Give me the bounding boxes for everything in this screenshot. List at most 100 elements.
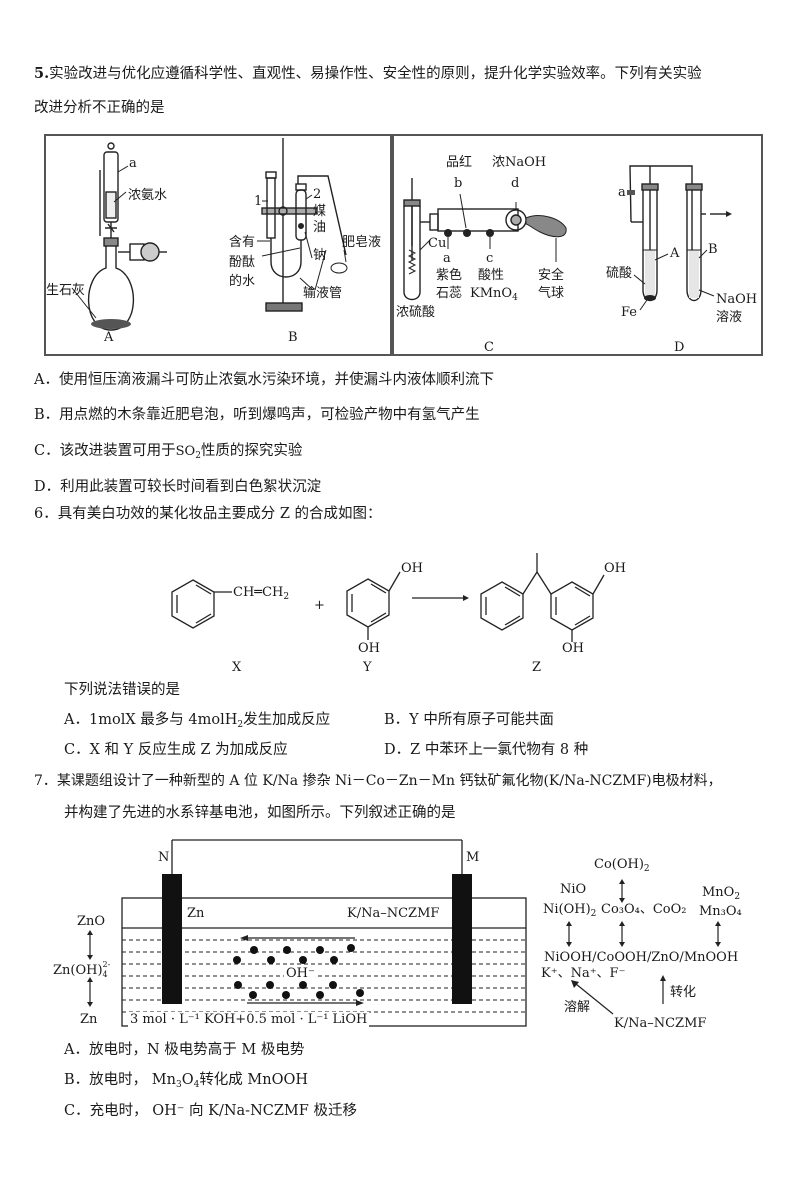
zincate-indices: 2-4 [103, 960, 113, 979]
option-text: 放电时，N 极电势高于 M 极电势 [88, 1042, 305, 1058]
q7-option-c[interactable]: C．充电时， OH⁻ 向 K/Na-NCZMF 极迁移 [64, 1101, 357, 1121]
apparatus-a-label-a: a [129, 156, 137, 171]
scheme-nioh2: Ni(OH)2 [543, 902, 597, 919]
apparatus-d-drawing [627, 165, 732, 311]
scheme-ions: K⁺、Na⁺、F⁻ [541, 966, 626, 981]
option-key: A． [64, 712, 89, 728]
apparatus-c-label-litmus-2: 石蕊 [436, 286, 463, 301]
scheme-nio: NiO [560, 882, 587, 897]
q5-stem-line1: 5.实验改进与优化应遵循科学性、直观性、易操作性、安全性的原则，提升化学实验效率… [34, 64, 702, 84]
apparatus-a-label-lime: 生石灰 [46, 283, 86, 298]
q6-option-a[interactable]: A．1molX 最多与 4molH2发生加成反应 [64, 710, 330, 730]
apparatus-b-label-1: 1 [254, 194, 263, 209]
oh-ion-dots [233, 944, 364, 999]
q6-stem: 6．具有美白功效的某化妆品主要成分 Z 的合成如图： [34, 506, 382, 522]
option-text: 利用此装置可较长时间看到白色絮状沉淀 [60, 479, 322, 495]
kmno4-text: KMnO [470, 286, 513, 301]
q6-option-d[interactable]: D．Z 中苯环上一氯代物有 8 种 [384, 740, 588, 760]
apparatus-d-caption: D [674, 340, 685, 355]
z-oh-top: OH [604, 561, 626, 576]
zincate-text: Zn(OH) [53, 963, 103, 978]
q6-option-c[interactable]: C．X 和 Y 反应生成 Z 为加成反应 [64, 740, 288, 760]
option-text: 性质的探究实验 [200, 443, 303, 459]
apparatus-c-label-pinhong: 品红 [446, 155, 473, 170]
apparatus-c-label-naoh: 浓NaOH [492, 155, 547, 170]
option-key: A． [64, 1042, 89, 1058]
q5-option-d[interactable]: D．利用此装置可较长时间看到白色絮状沉淀 [34, 477, 321, 497]
scheme-mno2: MnO2 [702, 885, 740, 902]
q7-stem-line1: 7．某课题组设计了一种新型的 A 位 K/Na 掺杂 Ni－Co－Zn－Mn 钙… [34, 773, 722, 789]
option-text: 转化成 MnOOH [199, 1072, 309, 1088]
co-oh2-sub: 2 [643, 864, 650, 874]
side-zno-label: ZnO [77, 914, 106, 929]
apparatus-c-label-balloon-1: 安全 [538, 268, 565, 283]
apparatus-b-drawing [257, 138, 348, 312]
q7-option-b[interactable]: B．放电时， Mn3O4转化成 MnOOH [64, 1070, 308, 1090]
option-key: B． [34, 407, 60, 423]
q7-stem-line2: 并构建了先进的水系锌基电池，如图所示。下列叙述正确的是 [64, 805, 456, 821]
option-key: C． [64, 1103, 90, 1119]
option-key: C． [34, 443, 60, 459]
q5-option-b[interactable]: B．用点燃的木条靠近肥皂泡，听到爆鸣声，可检验产物中有氢气产生 [34, 405, 480, 425]
option-text: Z 中苯环上一氯代物有 8 种 [410, 742, 589, 758]
zincate-charge: 2- [102, 960, 111, 969]
q5-figure-ab-frame [44, 134, 392, 356]
scheme-co3o4-coo2: Co₃O₄、CoO₂ [601, 902, 687, 917]
apparatus-d-label-fe: Fe [621, 305, 638, 320]
q5-option-a[interactable]: A．使用恒压滴液漏斗可防止浓氨水污染环境，并使漏斗内液体顺利流下 [34, 370, 494, 390]
side-zn-label: Zn [80, 1012, 98, 1027]
option-text: X 和 Y 反应生成 Z 为加成反应 [89, 742, 288, 758]
apparatus-c-label-cu: Cu [428, 236, 447, 251]
mno2-text: MnO [702, 885, 735, 900]
h2-subscript: 2 [237, 720, 244, 730]
cathode-label: K/Na–NCZMF [347, 906, 440, 921]
apparatus-b-label-tube: 输液管 [303, 286, 343, 301]
mn3o4-o: O [181, 1072, 194, 1088]
battery-diagram [87, 839, 527, 1027]
apparatus-c-drawing [403, 178, 567, 301]
apparatus-d-label-a: a [618, 185, 626, 200]
transformation-scheme [566, 879, 721, 1015]
apparatus-c-caption: C [484, 340, 494, 355]
q6-option-b[interactable]: B．Y 中所有原子可能共面 [384, 710, 554, 730]
option-key: B． [384, 712, 410, 728]
apparatus-c-label-kmno4-2: KMnO4 [470, 286, 518, 303]
apparatus-c-label-c: c [486, 251, 494, 266]
scheme-material: K/Na–NCZMF [614, 1016, 707, 1031]
option-text: 该改进装置可用于 [59, 443, 176, 459]
apparatus-d-label-A: A [670, 246, 680, 261]
co-oh2-text: Co(OH) [594, 857, 644, 872]
apparatus-c-label-litmus-1: 紫色 [436, 268, 463, 283]
terminal-n-label: N [158, 850, 170, 865]
electrolyte-label: 3 mol · L⁻¹ KOH+0.5 mol · L⁻¹ LiOH [128, 1012, 370, 1027]
option-key: D． [384, 742, 411, 758]
scheme-mn3o4: Mn₃O₄ [699, 904, 742, 919]
mn3o4-sub-4: 4 [193, 1080, 200, 1090]
option-text: 放电时， Mn [89, 1072, 176, 1088]
apparatus-d-label-naoh-2: 溶液 [716, 310, 743, 325]
zn-electrode-n [162, 874, 182, 1004]
q5-option-c[interactable]: C．该改进装置可用于SO2性质的探究实验 [34, 441, 302, 462]
zincate-sub: 4 [102, 970, 108, 979]
option-text: 1molX 最多与 4molH [88, 712, 238, 728]
apparatus-d-label-acid: 硫酸 [606, 266, 633, 281]
q5-number: 5. [34, 65, 50, 82]
option-key: A． [34, 372, 59, 388]
q5-stem-line2: 改进分析不正确的是 [34, 100, 165, 116]
plus-sign: + [314, 598, 325, 613]
option-text: 用点燃的木条靠近肥皂泡，听到爆鸣声，可检验产物中有氢气产生 [59, 407, 480, 423]
apparatus-c-label-kmno4-1: 酸性 [478, 268, 505, 283]
option-text: 充电时， OH⁻ 向 K/Na-NCZMF 极迁移 [89, 1103, 357, 1119]
so2-subscript: 2 [195, 451, 201, 461]
y-oh-bottom: OH [358, 641, 380, 656]
nioh2-sub: 2 [590, 909, 597, 919]
q7-option-a[interactable]: A．放电时，N 极电势高于 M 极电势 [64, 1040, 304, 1060]
terminal-m-label: M [466, 850, 480, 865]
label-x: X [232, 660, 242, 675]
option-text: 使用恒压滴液漏斗可防止浓氨水污染环境，并使漏斗内液体顺利流下 [58, 372, 494, 388]
kmno4-sub: 4 [512, 293, 518, 303]
zn-electrode-label: Zn [187, 906, 205, 921]
q5-figure-cd-frame [392, 134, 763, 356]
q6-reaction-scheme [171, 553, 605, 642]
apparatus-c-label-d: d [511, 176, 520, 191]
